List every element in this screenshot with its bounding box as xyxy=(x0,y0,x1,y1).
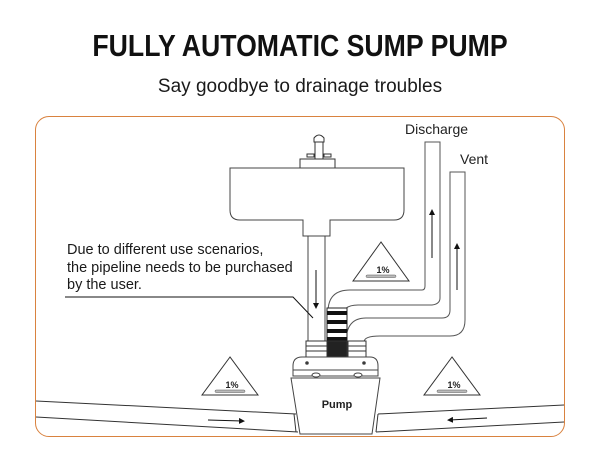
pipe-couplings xyxy=(305,340,367,358)
pump-label: Pump xyxy=(322,399,353,411)
sink-basin xyxy=(229,167,405,237)
slope-badge-center: 1% xyxy=(352,241,410,282)
check-valve xyxy=(326,307,348,343)
discharge-pipe xyxy=(327,141,441,319)
page-title: FULLY AUTOMATIC SUMP PUMP xyxy=(92,28,508,63)
right-inlet-pipe xyxy=(375,404,565,433)
note-line-3: by the user. xyxy=(67,277,142,293)
note-line-2: the pipeline needs to be purchased xyxy=(67,260,293,276)
flow-arrow-left xyxy=(447,416,488,423)
svg-text:1%: 1% xyxy=(447,380,460,390)
discharge-label: Discharge xyxy=(405,121,468,137)
pump-body xyxy=(290,356,381,435)
vent-label: Vent xyxy=(460,151,488,167)
vent-pipe xyxy=(345,171,466,343)
faucet-icon xyxy=(299,134,336,169)
diagram-frame xyxy=(35,116,565,437)
slope-badge-left: 1% xyxy=(201,356,259,396)
note-leader-line xyxy=(65,296,314,319)
svg-text:1%: 1% xyxy=(376,265,389,275)
sink-drain-pipe xyxy=(307,236,326,342)
svg-text:1%: 1% xyxy=(225,380,238,390)
note-line-1: Due to different use scenarios, xyxy=(67,242,263,258)
page-subtitle: Say goodbye to drainage troubles xyxy=(157,76,443,97)
left-inlet-pipe xyxy=(35,400,299,433)
flow-arrow-right xyxy=(207,417,245,424)
slope-badge-right: 1% xyxy=(423,356,481,396)
